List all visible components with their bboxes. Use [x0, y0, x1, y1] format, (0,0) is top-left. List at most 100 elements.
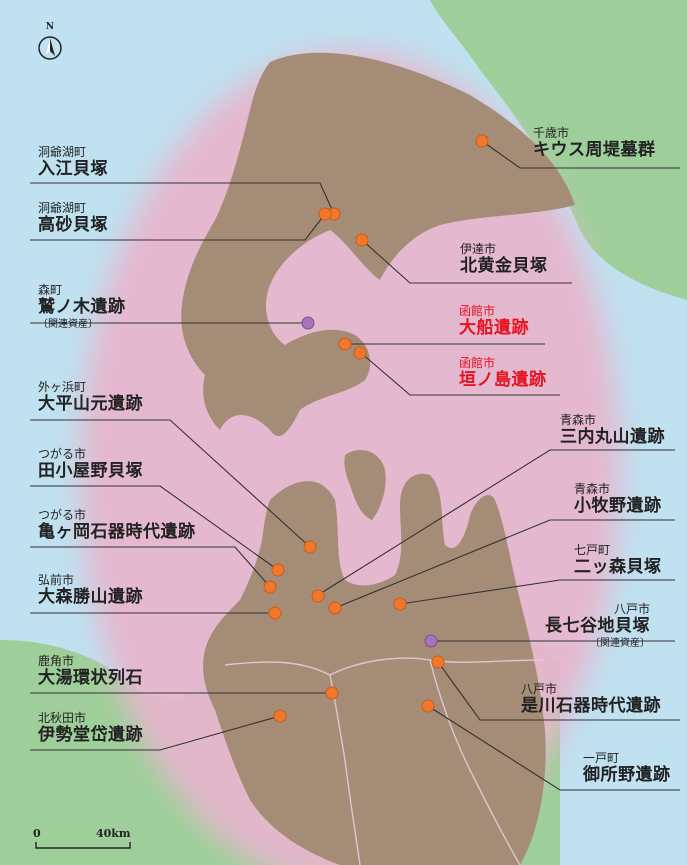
label-related-note: 〔関連資産〕 — [590, 638, 650, 650]
label-municipality: 伊達市 — [460, 242, 497, 256]
marker-omori[interactable] — [268, 606, 282, 620]
label-site-name: 御所野遺跡 — [583, 764, 671, 785]
label-site-name: 大平山元遺跡 — [38, 393, 143, 414]
leader-goshono — [427, 705, 680, 791]
label-site-name: 三内丸山遺跡 — [560, 426, 665, 447]
outer-land-west-coast — [0, 640, 150, 865]
compass-label: N — [45, 22, 55, 32]
label-site-name: 伊勢堂岱遺跡 — [38, 724, 143, 745]
label-goshono[interactable]: 一戸町 御所野遺跡 — [583, 751, 671, 785]
scale-bar — [35, 842, 131, 849]
label-municipality: 外ヶ浜町 — [38, 380, 87, 394]
label-site-name: 大湯環状列石 — [38, 667, 143, 688]
marker-kiusu[interactable] — [475, 134, 489, 148]
marker-sannai[interactable] — [311, 589, 325, 603]
scale-end-label: 40km — [96, 827, 131, 840]
label-site-name: 大船遺跡 — [459, 317, 529, 338]
label-municipality: 青森市 — [560, 413, 597, 427]
label-takasago[interactable]: 洞爺湖町 高砂貝塚 — [38, 201, 108, 235]
marker-nanatsuyachi[interactable] — [424, 634, 438, 648]
label-site-name: 是川石器時代遺跡 — [521, 695, 661, 716]
leader-komakino — [334, 519, 675, 609]
leader-irie — [30, 182, 335, 215]
leader-sannai — [317, 449, 675, 596]
label-site-name: 北黄金貝塚 — [460, 255, 548, 276]
marker-oyu[interactable] — [325, 686, 339, 700]
leader-odaiyamamoto — [30, 419, 311, 548]
label-ofune[interactable]: 函館市 大船遺跡 — [459, 304, 529, 338]
label-municipality: 洞爺湖町 — [38, 145, 87, 159]
north-arrow: N — [36, 22, 64, 62]
label-municipality: 千歳市 — [533, 126, 570, 140]
label-kitakogane[interactable]: 伊達市 北黄金貝塚 — [460, 242, 548, 276]
leader-takasago — [30, 213, 326, 241]
label-kamegaoka[interactable]: つがる市 亀ヶ岡石器時代遺跡 — [38, 508, 196, 542]
label-municipality: 一戸町 — [583, 751, 620, 765]
marker-kamegaoka[interactable] — [263, 580, 277, 594]
label-washinoki[interactable]: 森町 鷲ノ木遺跡 〔関連資産〕 — [38, 283, 126, 331]
marker-isedotai[interactable] — [273, 709, 287, 723]
leader-futatsumori — [399, 579, 675, 605]
marker-tagoyano[interactable] — [271, 563, 285, 577]
label-site-name: 小牧野遺跡 — [574, 495, 662, 516]
label-sannai[interactable]: 青森市 三内丸山遺跡 — [560, 413, 665, 447]
label-site-name: 垣ノ島遺跡 — [459, 369, 547, 390]
label-municipality: 函館市 — [459, 356, 496, 370]
label-omori[interactable]: 弘前市 大森勝山遺跡 — [38, 573, 143, 607]
leader-lines — [30, 140, 680, 791]
label-site-name: 二ッ森貝塚 — [574, 556, 662, 577]
label-municipality: 鹿角市 — [38, 654, 75, 668]
label-municipality: 森町 — [38, 283, 63, 297]
label-site-name: 入江貝塚 — [38, 158, 108, 179]
marker-futatsumori[interactable] — [393, 597, 407, 611]
leader-kakinoshima — [359, 351, 560, 396]
label-related-note: 〔関連資産〕 — [38, 319, 98, 331]
label-odaiyamamoto[interactable]: 外ヶ浜町 大平山元遺跡 — [38, 380, 143, 414]
label-municipality: 七戸町 — [574, 543, 611, 557]
marker-komakino[interactable] — [328, 601, 342, 615]
land-honshu — [203, 473, 546, 865]
leader-tagoyano — [30, 485, 279, 571]
land-shimokita — [344, 450, 386, 520]
label-tagoyano[interactable]: つがる市 田小屋野貝塚 — [38, 447, 143, 481]
label-site-name: キウス周堤墓群 — [533, 139, 656, 160]
label-municipality: 函館市 — [459, 304, 496, 318]
label-municipality: 洞爺湖町 — [38, 201, 87, 215]
label-irie[interactable]: 洞爺湖町 入江貝塚 — [38, 145, 108, 179]
label-site-name: 高砂貝塚 — [38, 214, 108, 235]
compass-icon — [38, 36, 62, 60]
marker-washinoki[interactable] — [301, 316, 315, 330]
marker-korekawa[interactable] — [431, 655, 445, 669]
label-oyu[interactable]: 鹿角市 大湯環状列石 — [38, 654, 143, 688]
label-municipality: 八戸市 — [521, 682, 558, 696]
prefecture-boundary-2 — [329, 674, 361, 865]
outer-land-north-east — [430, 0, 687, 300]
prefecture-boundary — [224, 657, 546, 676]
label-municipality: 弘前市 — [38, 573, 75, 587]
leader-isedotai — [30, 715, 281, 751]
label-isedotai[interactable]: 北秋田市 伊勢堂岱遺跡 — [38, 711, 143, 745]
label-korekawa[interactable]: 八戸市 是川石器時代遺跡 — [521, 682, 661, 716]
label-site-name: 鷲ノ木遺跡 — [38, 296, 126, 317]
land-hokkaido — [181, 52, 575, 437]
label-site-name: 長七谷地貝塚 — [545, 615, 650, 636]
label-site-name: 田小屋野貝塚 — [38, 460, 143, 481]
label-futatsumori[interactable]: 七戸町 二ッ森貝塚 — [574, 543, 662, 577]
marker-kitakogane[interactable] — [355, 233, 369, 247]
label-komakino[interactable]: 青森市 小牧野遺跡 — [574, 482, 662, 516]
marker-kakinoshima[interactable] — [353, 346, 367, 360]
marker-goshono[interactable] — [421, 699, 435, 713]
label-nanatsuyachi[interactable]: 八戸市 長七谷地貝塚 〔関連資産〕 — [545, 602, 650, 650]
label-kakinoshima[interactable]: 函館市 垣ノ島遺跡 — [459, 356, 547, 390]
leader-kamegaoka — [30, 546, 271, 588]
marker-ofune[interactable] — [338, 337, 352, 351]
marker-takasago[interactable] — [318, 207, 332, 221]
marker-odaiyamamoto[interactable] — [303, 540, 317, 554]
leader-korekawa — [437, 661, 680, 721]
label-municipality: つがる市 — [38, 447, 87, 461]
leader-kiusu — [481, 140, 680, 169]
label-kiusu[interactable]: 千歳市 キウス周堤墓群 — [533, 126, 656, 160]
label-municipality: 八戸市 — [613, 602, 650, 616]
